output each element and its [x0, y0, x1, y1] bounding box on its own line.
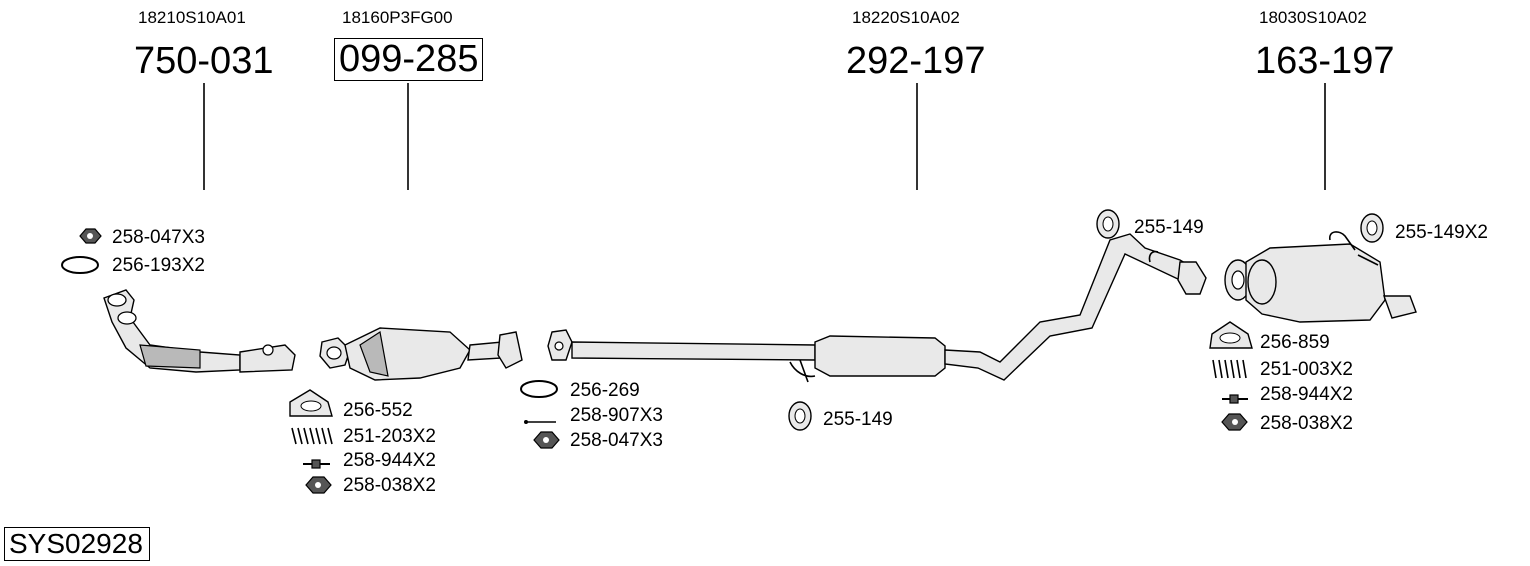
acc-cat-spring[interactable]: 251-203X2 — [343, 426, 436, 447]
rear-muffler-drawing — [1224, 231, 1417, 323]
acc-rear-bolt[interactable]: 258-944X2 — [1260, 384, 1353, 405]
front-nut-icon — [79, 228, 102, 244]
acc-muffler-hanger[interactable]: 255-149X2 — [1395, 222, 1488, 243]
cat-bolt-icon — [303, 459, 330, 469]
acc-cat-bolt[interactable]: 258-944X2 — [343, 450, 436, 471]
muffler-hanger-icon — [1360, 213, 1384, 243]
rear-bolt-icon — [1222, 394, 1248, 404]
oem-number-middle-pipe: 18220S10A02 — [852, 8, 960, 27]
rear-spring-icon — [1212, 359, 1247, 379]
part-number-rear-muffler[interactable]: 163-197 — [1255, 40, 1395, 82]
cat-nut-icon — [305, 476, 332, 494]
acc-mid-hanger[interactable]: 255-149 — [823, 409, 893, 430]
acc-rear-spring[interactable]: 251-003X2 — [1260, 359, 1353, 380]
middle-pipe-drawing — [547, 233, 1207, 383]
cat-ring-icon — [289, 389, 333, 417]
oem-number-front-pipe: 18210S10A01 — [138, 8, 246, 27]
acc-cat-ring[interactable]: 256-552 — [343, 400, 413, 421]
mid-hanger-icon — [788, 401, 812, 431]
oem-number-rear-muffler: 18030S10A02 — [1259, 8, 1367, 27]
mid-nut-icon — [533, 431, 560, 449]
acc-front-gasket[interactable]: 256-193X2 — [112, 255, 205, 276]
front-pipe-drawing — [103, 289, 296, 373]
acc-rear-hanger[interactable]: 255-149 — [1134, 217, 1204, 238]
acc-rear-nut[interactable]: 258-038X2 — [1260, 413, 1353, 434]
part-number-middle-pipe[interactable]: 292-197 — [846, 40, 986, 82]
mid-bolt-icon — [524, 420, 556, 424]
rear-nut-icon — [1221, 413, 1248, 431]
oem-number-catalytic-converter: 18160P3FG00 — [342, 8, 453, 27]
system-id: SYS02928 — [4, 527, 150, 561]
rear-ring-icon — [1209, 321, 1253, 349]
acc-front-nut[interactable]: 258-047X3 — [112, 227, 205, 248]
acc-cat-nut[interactable]: 258-038X2 — [343, 475, 436, 496]
catalytic-converter-drawing — [319, 327, 523, 381]
acc-mid-gasket[interactable]: 256-269 — [570, 380, 640, 401]
mid-gasket-icon — [520, 380, 558, 398]
acc-mid-nut[interactable]: 258-047X3 — [570, 430, 663, 451]
part-number-front-pipe[interactable]: 750-031 — [134, 40, 274, 82]
front-gasket-icon — [61, 256, 99, 274]
cat-spring-icon — [291, 427, 333, 445]
acc-rear-ring[interactable]: 256-859 — [1260, 332, 1330, 353]
part-number-catalytic-converter[interactable]: 099-285 — [334, 38, 484, 81]
rear-hanger-icon — [1096, 209, 1120, 239]
acc-mid-bolt[interactable]: 258-907X3 — [570, 405, 663, 426]
